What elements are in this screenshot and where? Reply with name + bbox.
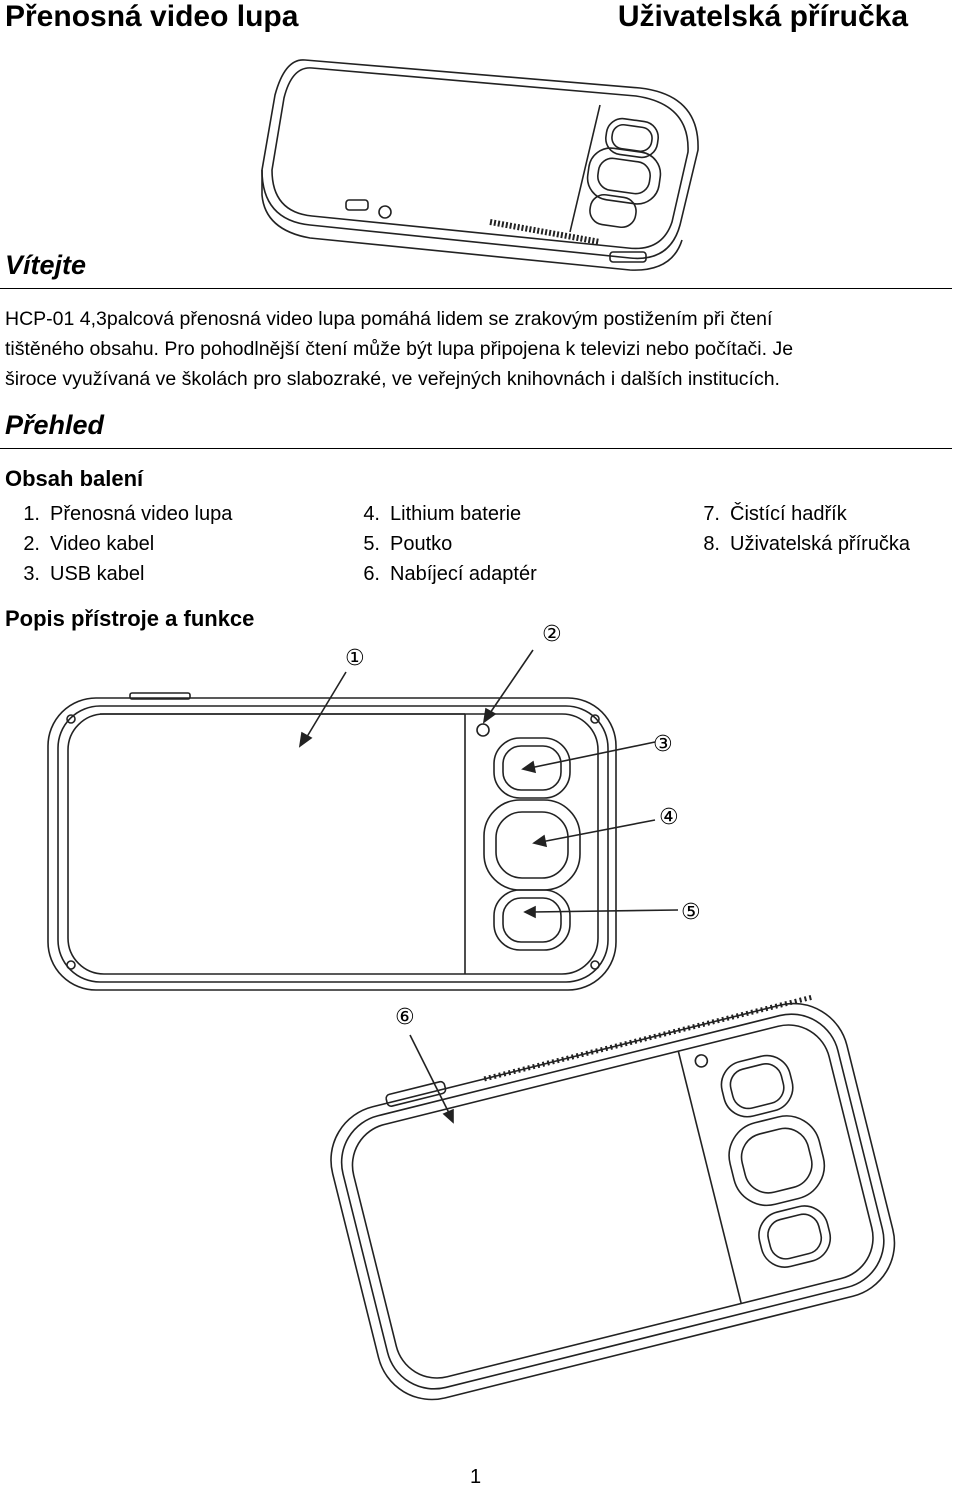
package-item-label: Poutko bbox=[390, 533, 453, 555]
callout-arrow-six bbox=[409, 1034, 454, 1124]
callout-label-5: ⑤ bbox=[681, 900, 701, 925]
package-item-label: Uživatelská příručka bbox=[730, 533, 911, 555]
package-item-num: 2. bbox=[23, 533, 40, 555]
welcome-line-2: tištěného obsahu. Pro pohodlnější čtení … bbox=[5, 338, 794, 360]
package-item: 7. Čistící hadřík bbox=[680, 499, 847, 529]
package-item-label: USB kabel bbox=[50, 563, 145, 585]
device-perspective-top-figure bbox=[261, 59, 699, 271]
package-item-label: Video kabel bbox=[50, 533, 155, 555]
overview-rule bbox=[0, 448, 952, 449]
package-item: 6. Nabíjecí adaptér bbox=[340, 559, 537, 589]
device-front-figure bbox=[47, 692, 617, 991]
welcome-line-3: široce využívaná ve školách pro slabozra… bbox=[5, 368, 780, 390]
package-item-num: 5. bbox=[363, 533, 380, 555]
package-item-num: 6. bbox=[363, 563, 380, 585]
header-title-left: Přenosná video lupa bbox=[5, 0, 299, 33]
package-item: 5. Poutko bbox=[340, 529, 452, 559]
device-angled-figure bbox=[330, 994, 896, 1401]
package-item-label: Nabíjecí adaptér bbox=[390, 563, 537, 585]
callout-label-1: ① bbox=[345, 646, 365, 671]
package-item-num: 8. bbox=[703, 533, 720, 555]
device-description-heading: Popis přístroje a funkce bbox=[5, 606, 255, 631]
callout-label-2: ② bbox=[542, 622, 562, 647]
package-item-num: 3. bbox=[23, 563, 40, 585]
page-number: 1 bbox=[470, 1466, 482, 1488]
package-item-num: 4. bbox=[363, 503, 380, 525]
package-item-label: Přenosná video lupa bbox=[50, 503, 233, 525]
overview-heading: Přehled bbox=[5, 410, 105, 440]
package-item: 2. Video kabel bbox=[0, 529, 154, 559]
header-title-right: Uživatelská příručka bbox=[617, 0, 908, 33]
callout-label-6: ⑥ bbox=[395, 1005, 415, 1030]
welcome-line-1: HCP-01 4,3palcová přenosná video lupa po… bbox=[5, 308, 773, 330]
package-item-num: 7. bbox=[703, 503, 720, 525]
package-item-label: Lithium baterie bbox=[390, 503, 522, 525]
package-item: 1. Přenosná video lupa bbox=[0, 499, 232, 529]
package-heading: Obsah balení bbox=[5, 466, 144, 491]
package-item: 8. Uživatelská příručka bbox=[680, 529, 910, 559]
package-item-label: Čistící hadřík bbox=[730, 503, 847, 525]
callout-label-4: ④ bbox=[659, 805, 679, 830]
package-item-num: 1. bbox=[23, 503, 40, 525]
welcome-rule bbox=[0, 288, 952, 289]
welcome-paragraph: HCP-01 4,3palcová přenosná video lupa po… bbox=[5, 304, 955, 394]
package-item: 4. Lithium baterie bbox=[340, 499, 521, 529]
callout-arrows-front bbox=[298, 649, 679, 919]
callout-label-3: ③ bbox=[653, 732, 673, 757]
package-item: 3. USB kabel bbox=[0, 559, 145, 589]
welcome-heading: Vítejte bbox=[5, 250, 87, 280]
